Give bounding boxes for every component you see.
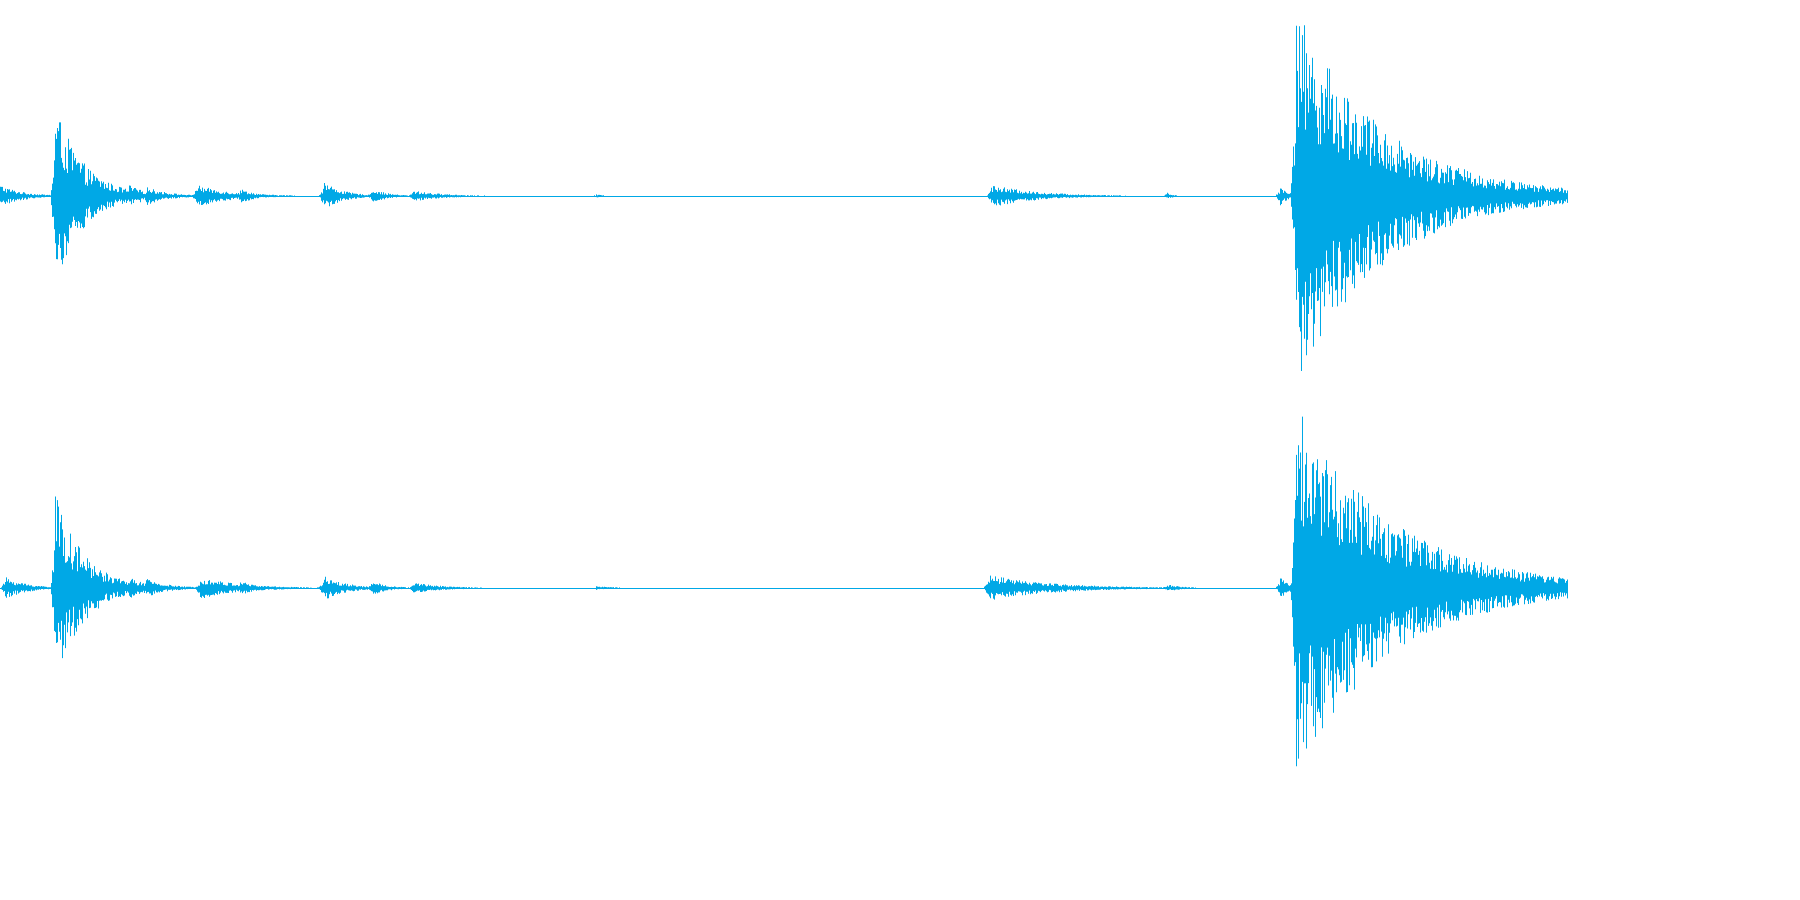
waveform-channel-top [0,25,1568,371]
waveform-channel-bottom [0,416,1568,767]
channel-top-waveform [0,25,1568,371]
channel-bottom-waveform [1,416,1568,767]
